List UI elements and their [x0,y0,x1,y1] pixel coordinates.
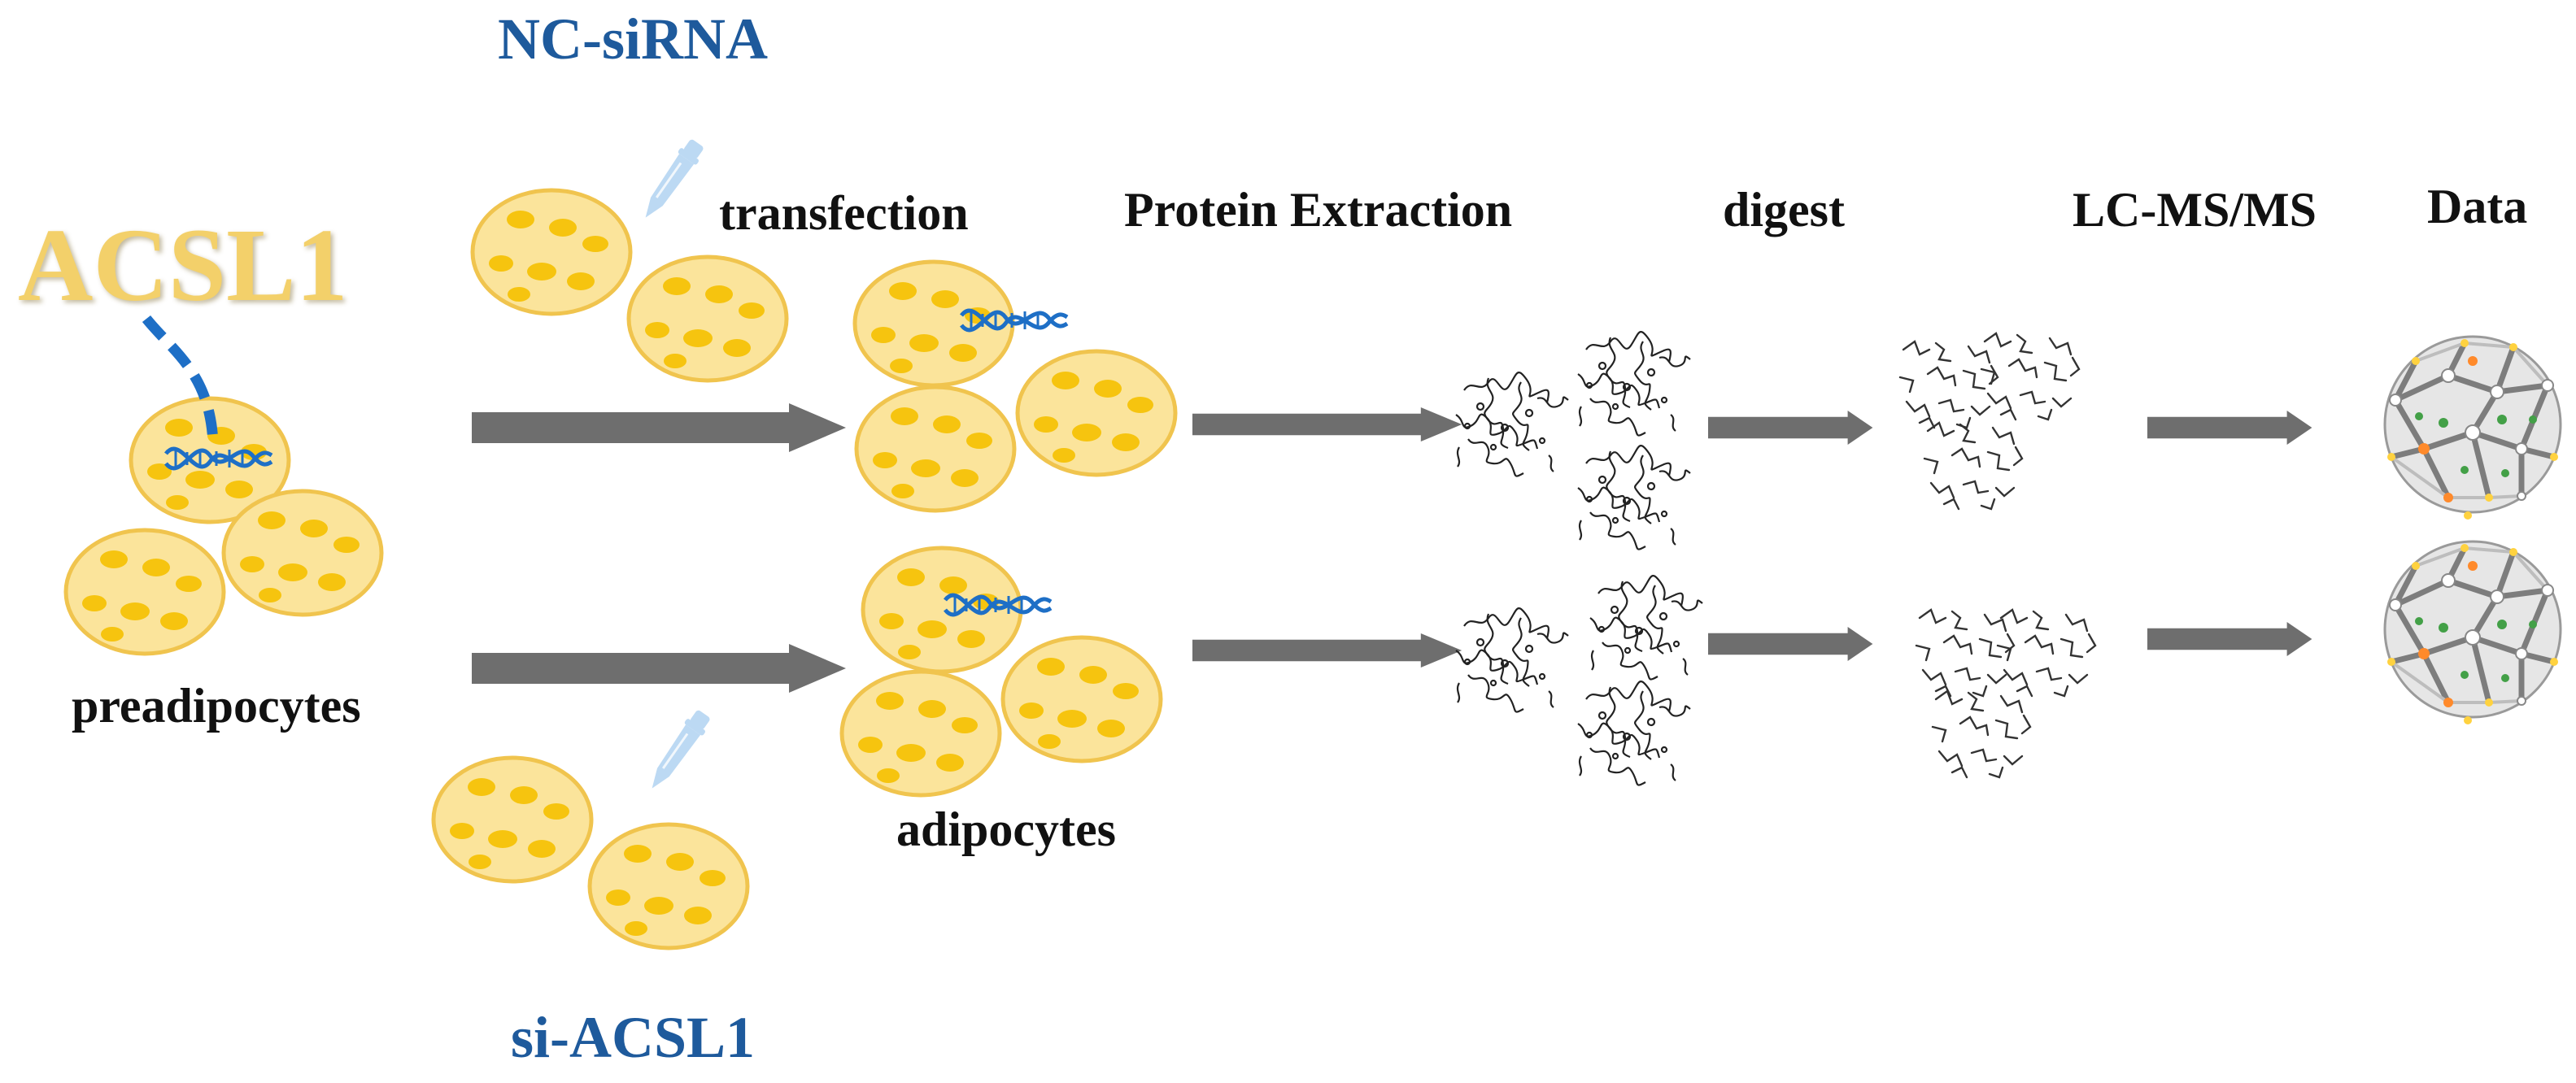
adipocyte-cells-top [855,262,1175,511]
protein-extraction-label: Protein Extraction [1124,183,1513,237]
data-label: Data [2427,180,2528,233]
pipette-icon [641,706,715,797]
preadipocyte-cells [66,398,381,654]
acsl1-gene-label: ACSL1 [18,207,348,323]
si-acsl1-label: si-ACSL1 [511,1005,756,1070]
network-sphere-icon [2385,542,2561,724]
network-sphere-icon [2385,337,2561,520]
si-transfection-cells [434,758,748,948]
arrow [472,644,846,693]
peptide-fragments-icon [1898,332,2081,511]
peptide-fragments-icon [1915,608,2097,779]
arrow [1192,633,1462,668]
dashed-pointer [142,315,219,444]
adipocytes-label: adipocytes [896,802,1116,856]
preadipocytes-label: preadipocytes [72,679,361,733]
arrow [1192,407,1462,441]
arrow [2147,622,2312,656]
protein-structure-icon [1454,575,1704,786]
arrow [1708,411,1873,445]
lcms-label: LC-MS/MS [2073,183,2317,237]
adipocyte-cells-bottom [842,548,1161,795]
pipette-icon [634,135,708,226]
arrow [472,403,846,452]
protein-structure-icon [1454,331,1692,550]
digest-label: digest [1723,183,1845,237]
nc-sirna-label: NC-siRNA [498,7,768,72]
transfection-label: transfection [719,186,969,240]
arrow [2147,411,2312,445]
arrow [1708,627,1873,661]
